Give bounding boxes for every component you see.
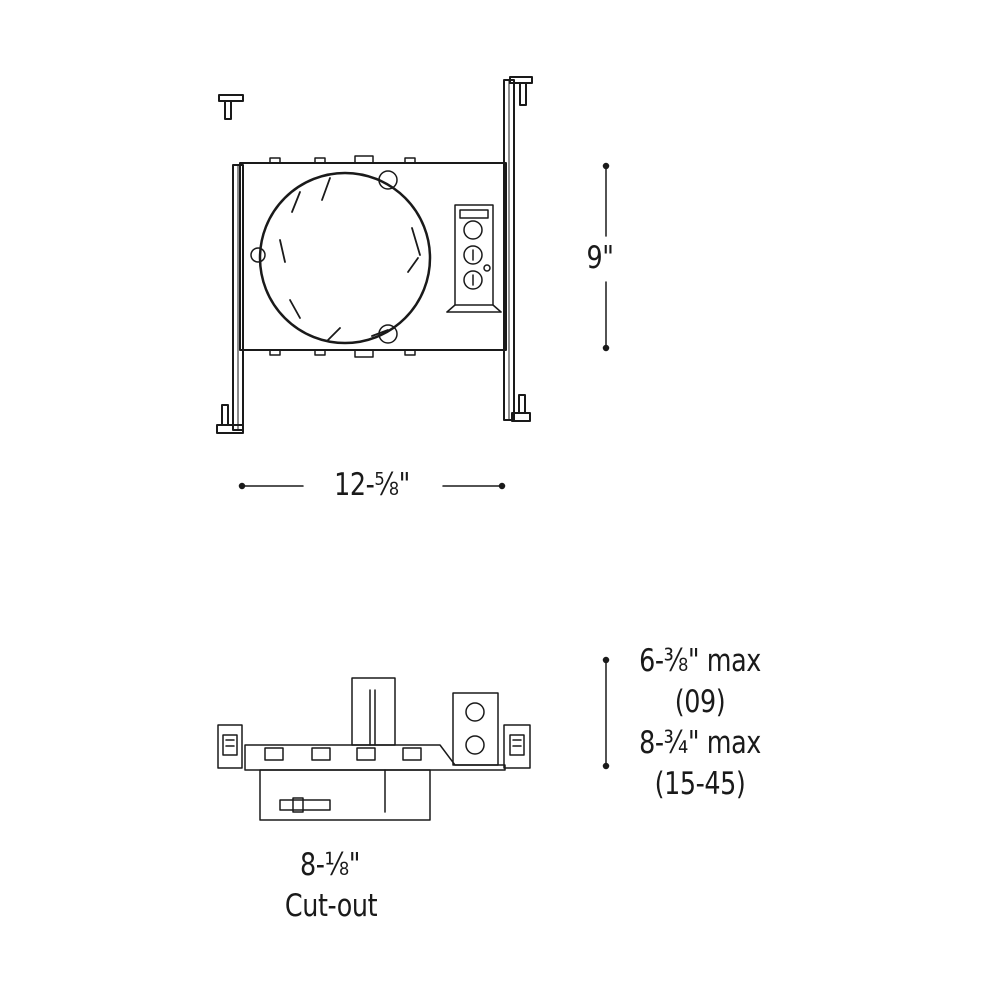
width-dimension-line [238,482,506,490]
height-dimension-line [602,162,610,352]
frame-tabs-bottom [269,349,416,358]
right-hanger-bar [503,76,533,422]
aperture-bosses [250,170,398,344]
left-hanger-bar [216,94,244,434]
plaster-frame [239,162,507,351]
cutout-text: Cut-out [284,888,378,924]
side-frame-tabs [264,747,422,761]
junction-box [446,204,502,313]
height-09-value: 6-⅜" max [639,643,761,679]
aperture-circle [258,171,432,345]
height-15-45-model: (15-45) [654,766,746,802]
frame-tabs-top [269,155,416,164]
cutout-label: 8-⅛" Cut-out [284,845,378,927]
spring-clips [279,177,421,341]
width-dimension-label: 12-⅝" [334,467,410,503]
cutout-dimension: 8-⅛" [299,847,361,883]
side-housing-can [259,769,431,821]
side-junction-box [452,692,499,766]
side-height-dimension-label: 6-⅜" max (09) 8-¾" max (15-45) [634,641,765,805]
height-15-45-value: 8-¾" max [639,725,761,761]
right-side-clip [503,724,531,769]
side-plaster-frame [244,744,506,771]
top-view-housing [216,76,533,434]
side-view-housing [217,677,531,821]
left-side-clip [217,724,243,769]
height-09-model: (09) [674,684,726,720]
height-dimension-label: 9" [586,240,614,276]
side-height-dimension-line [602,656,610,770]
side-bracket [351,677,396,746]
